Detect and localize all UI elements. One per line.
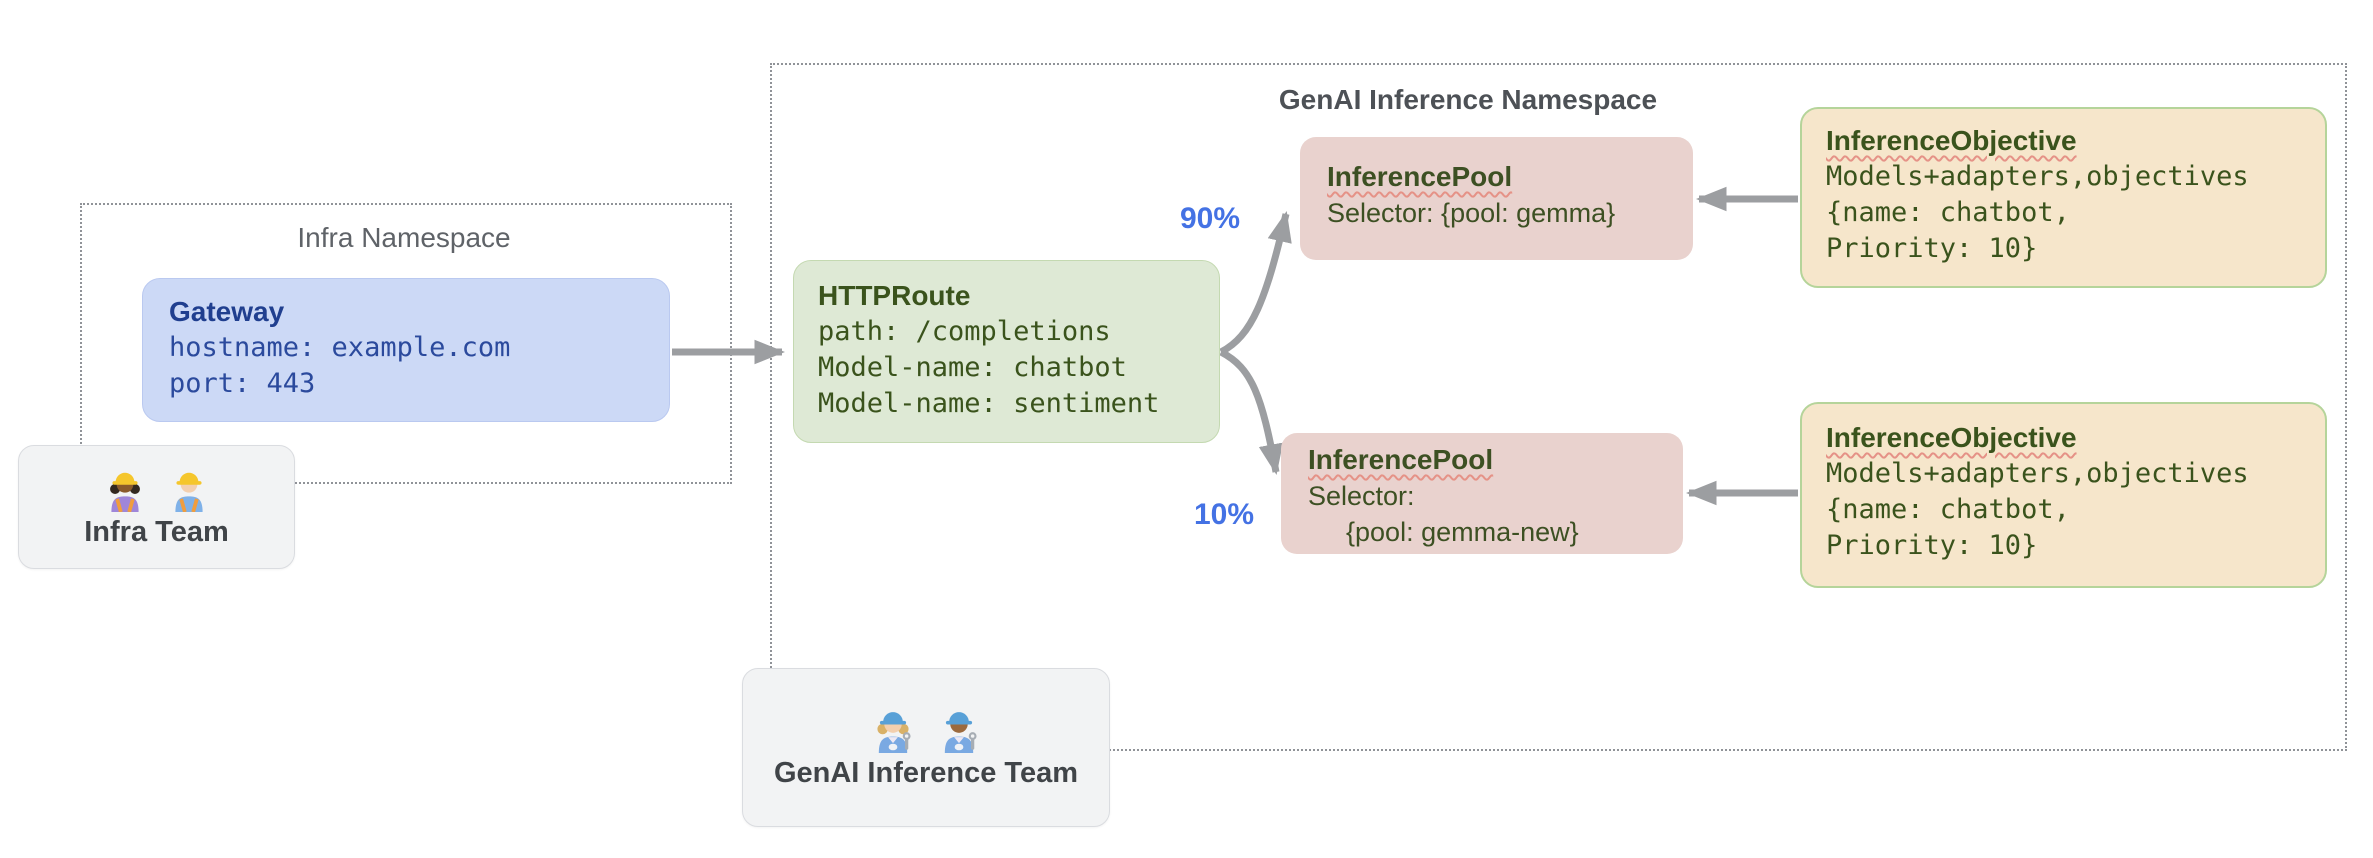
inference-pool-bottom-selector-value: {pool: gemma-new} bbox=[1346, 517, 1579, 547]
objective-bottom-name: {name: chatbot, bbox=[1826, 494, 2070, 525]
inference-pool-top-node: InferencePool Selector: {pool: gemma} bbox=[1300, 137, 1693, 260]
inference-objective-bottom-node: InferenceObjective Models+adapters,objec… bbox=[1800, 402, 2327, 588]
inference-pool-top-selector: Selector: {pool: gemma} bbox=[1327, 198, 1616, 228]
infra-team-label: Infra Team bbox=[84, 515, 229, 548]
gateway-port: port: 443 bbox=[169, 368, 316, 399]
httproute-node: HTTPRoute path: /completions Model-name:… bbox=[793, 260, 1220, 443]
inference-objective-top-title: InferenceObjective bbox=[1826, 125, 2077, 156]
inference-objective-top-node: InferenceObjective Models+adapters,objec… bbox=[1800, 107, 2327, 288]
httproute-title: HTTPRoute bbox=[818, 280, 971, 311]
infra-team-icons bbox=[102, 466, 212, 512]
objective-top-name: {name: chatbot, bbox=[1826, 197, 2070, 228]
gateway-hostname: hostname: example.com bbox=[169, 332, 511, 363]
objective-top-priority: Priority: 10} bbox=[1826, 233, 2038, 264]
genai-team-card: GenAI Inference Team bbox=[742, 668, 1110, 827]
genai-team-icons bbox=[869, 705, 983, 753]
httproute-path: path: /completions bbox=[818, 316, 1111, 347]
woman-construction-worker-icon bbox=[109, 472, 140, 512]
inference-pool-bottom-title: InferencePool bbox=[1308, 444, 1494, 475]
genai-namespace-box bbox=[770, 63, 2347, 751]
objective-top-models: Models+adapters,objectives bbox=[1826, 161, 2249, 192]
httproute-model-2: Model-name: sentiment bbox=[818, 388, 1160, 419]
infra-team-card: Infra Team bbox=[18, 445, 295, 569]
gateway-node: Gateway hostname: example.com port: 443 bbox=[142, 278, 670, 422]
infra-namespace-title: Infra Namespace bbox=[297, 222, 511, 253]
gateway-title: Gateway bbox=[169, 296, 285, 327]
man-construction-worker-icon bbox=[174, 472, 203, 512]
genai-namespace-title: GenAI Inference Namespace bbox=[1278, 84, 1658, 115]
woman-mechanic-icon bbox=[877, 712, 911, 753]
objective-bottom-priority: Priority: 10} bbox=[1826, 530, 2038, 561]
objective-bottom-models: Models+adapters,objectives bbox=[1826, 458, 2249, 489]
inference-pool-bottom-node: InferencePool Selector: {pool: gemma-new… bbox=[1281, 433, 1683, 554]
genai-team-label: GenAI Inference Team bbox=[773, 757, 1079, 789]
inference-pool-bottom-selector: Selector: bbox=[1308, 481, 1415, 511]
traffic-split-10-label: 10% bbox=[1194, 498, 1255, 531]
man-mechanic-icon bbox=[944, 712, 977, 753]
inference-objective-bottom-title: InferenceObjective bbox=[1826, 422, 2077, 453]
httproute-model-1: Model-name: chatbot bbox=[818, 352, 1127, 383]
infra-namespace-box bbox=[80, 203, 732, 484]
traffic-split-90-label: 90% bbox=[1180, 202, 1241, 235]
inference-pool-top-title: InferencePool bbox=[1327, 161, 1513, 192]
